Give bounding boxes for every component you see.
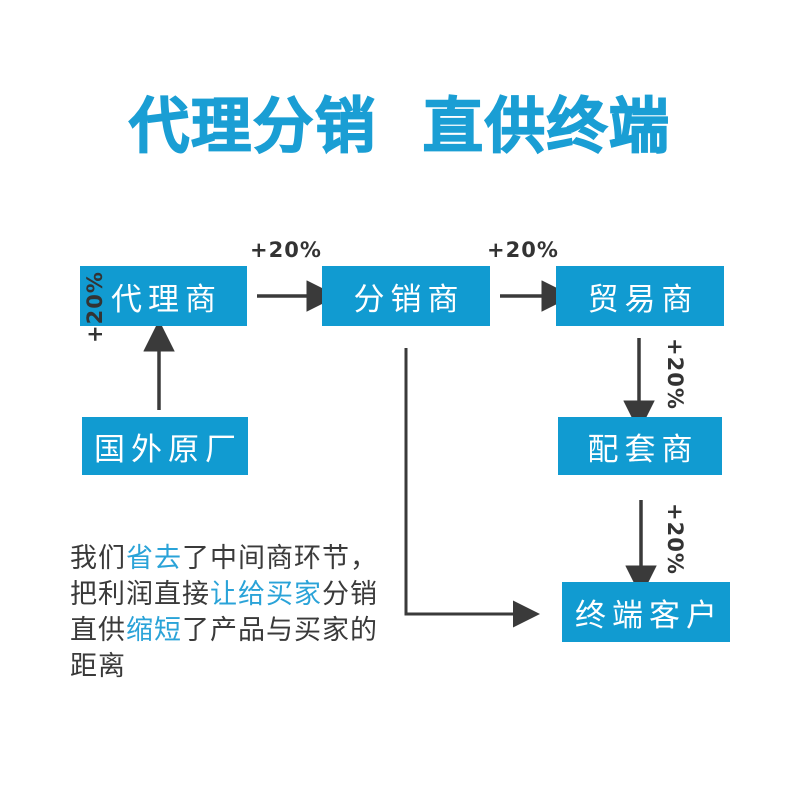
- summary-paragraph: 我们省去了中间商环节， 把利润直接让给买家分销 直供缩短了产品与买家的 距离: [70, 541, 390, 685]
- line2-highlight: 让给买家: [210, 579, 322, 610]
- markup-agent-to-distributor: +20%: [250, 238, 322, 262]
- line2-pre: 把利润直接: [70, 579, 210, 610]
- arrow-distributor-to-customer: [404, 348, 540, 628]
- line3-post: 了产品与买家的: [182, 615, 378, 646]
- page-title: 代理分销 直供终端: [128, 91, 671, 163]
- markup-supplier-to-customer: +20%: [663, 503, 687, 575]
- line1-highlight: 省去: [126, 543, 182, 574]
- line3-pre: 直供: [70, 615, 126, 646]
- markup-factory-to-agent: +20%: [83, 271, 107, 343]
- node-end-customer[interactable]: 终端客户: [562, 582, 730, 642]
- line1-pre: 我们: [70, 543, 126, 574]
- node-foreign-factory[interactable]: 国外原厂: [82, 417, 248, 475]
- markup-trader-to-supplier: +20%: [663, 338, 687, 410]
- paragraph-line-1: 我们省去了中间商环节，: [70, 541, 390, 577]
- node-agent[interactable]: 代理商: [80, 266, 247, 326]
- paragraph-line-4: 距离: [70, 651, 126, 682]
- paragraph-line-2: 把利润直接让给买家分销: [70, 577, 390, 613]
- node-supplier[interactable]: 配套商: [558, 417, 722, 475]
- line3-highlight: 缩短: [126, 615, 182, 646]
- paragraph-line-3: 直供缩短了产品与买家的: [70, 613, 390, 649]
- line2-post: 分销: [322, 579, 378, 610]
- node-trader[interactable]: 贸易商: [556, 266, 724, 326]
- line1-post: 了中间商环节，: [182, 543, 378, 574]
- node-distributor[interactable]: 分销商: [322, 266, 490, 326]
- markup-distributor-to-trader: +20%: [487, 238, 559, 262]
